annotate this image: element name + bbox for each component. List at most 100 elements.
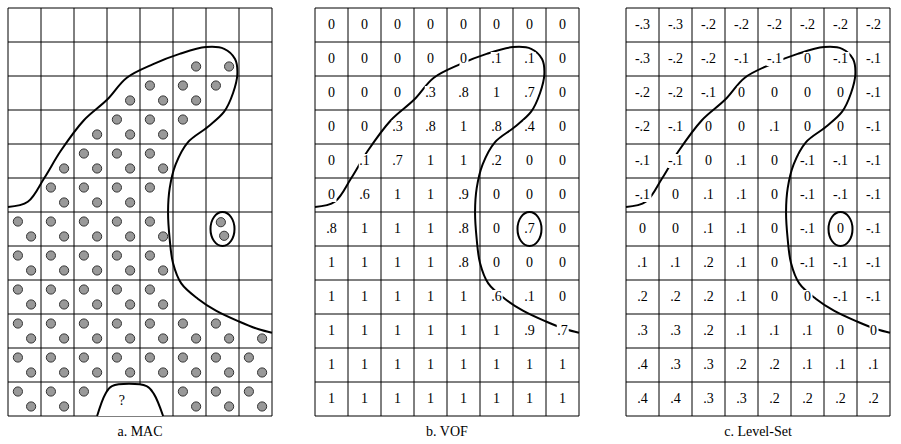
grid-value: .9 [457,188,470,202]
grid-value: 1 [492,392,501,406]
grid-value: 1 [426,392,435,406]
grid-value: 0 [803,290,812,304]
grid-value: 1 [426,188,435,202]
marker-particle [13,251,22,260]
marker-particle [27,402,36,411]
grid-value: -.3 [634,18,651,32]
marker-particle [126,198,135,207]
marker-particle [79,387,88,396]
grid-value: 0 [704,120,713,134]
grid-value: 0 [327,188,336,202]
marker-particle [27,232,36,241]
grid-value: 1 [327,392,336,406]
marker-particle [159,164,168,173]
grid-line [315,42,579,43]
grid-value: -.1 [634,154,651,168]
grid-value: 0 [525,18,534,32]
marker-particle [112,353,121,362]
grid-value: .8 [457,256,470,270]
grid-value: 1 [327,358,336,372]
grid-value: -.1 [865,52,882,66]
grid-value: 0 [671,188,680,202]
marker-particle [27,368,36,377]
grid-value: .8 [457,222,470,236]
marker-particle [93,232,102,241]
grid-line [315,348,579,349]
marker-particle [93,198,102,207]
grid-value: 1 [426,256,435,270]
grid-line [315,416,579,417]
grid-value: .3 [702,358,715,372]
grid-value: 0 [836,222,845,236]
marker-particle [46,251,55,260]
grid-value: 0 [360,120,369,134]
grid-value: 0 [836,86,845,100]
marker-particle [192,368,201,377]
grid-value: -.3 [634,52,651,66]
grid-line [315,144,579,145]
grid-value: 0 [770,154,779,168]
grid-panel [8,8,272,416]
grid-value: 0 [558,290,567,304]
marker-particle [225,402,234,411]
marker-particle [159,266,168,275]
grid-value: .4 [669,392,682,406]
grid-value: -.2 [799,18,816,32]
grid-value: -.2 [865,18,882,32]
grid-line [626,382,890,383]
grid-value: .3 [735,392,748,406]
grid-line [8,314,272,315]
grid-value: 0 [558,18,567,32]
grid-value: 1 [327,256,336,270]
marker-particle [93,300,102,309]
marker-particle [145,115,154,124]
grid-value: .8 [424,120,437,134]
marker-particle [79,353,88,362]
grid-value: .4 [636,358,649,372]
grid-value: 1 [393,256,402,270]
grid-line [8,178,272,179]
marker-particle [112,115,121,124]
marker-particle [93,368,102,377]
marker-particle [79,319,88,328]
grid-value: 1 [459,392,468,406]
marker-particle [145,183,154,192]
grid-value: .6 [358,188,371,202]
grid-line [315,280,579,281]
grid-value: 0 [558,222,567,236]
grid-value: 0 [803,86,812,100]
marker-particle [126,266,135,275]
grid-value: 1 [393,392,402,406]
marker-particle [258,334,267,343]
marker-particle [60,164,69,173]
grid-value: -.1 [832,52,849,66]
grid-value: 1 [360,256,369,270]
grid-value: 1 [393,290,402,304]
droplet-outline [829,212,853,246]
grid-value: 0 [525,188,534,202]
grid-value: -.2 [667,52,684,66]
grid-value: .7 [556,324,569,338]
grid-value: 1 [393,324,402,338]
grid-value: -.1 [799,256,816,270]
marker-particle [79,217,88,226]
grid-value: .7 [523,86,536,100]
grid-value: .1 [735,256,748,270]
grid-value: 0 [737,86,746,100]
grid-value: 0 [558,256,567,270]
marker-particle [13,217,22,226]
grid-line [8,348,272,349]
grid-value: 0 [393,86,402,100]
grid-value: 0 [558,86,567,100]
marker-particle [178,387,187,396]
grid-value: -.1 [832,154,849,168]
grid-value: 0 [327,52,336,66]
grid-line [315,382,579,383]
grid-value: .8 [490,120,503,134]
grid-value: .2 [702,324,715,338]
grid-value: 0 [327,154,336,168]
marker-particle [159,368,168,377]
grid-value: .2 [834,392,847,406]
marker-particle [145,353,154,362]
